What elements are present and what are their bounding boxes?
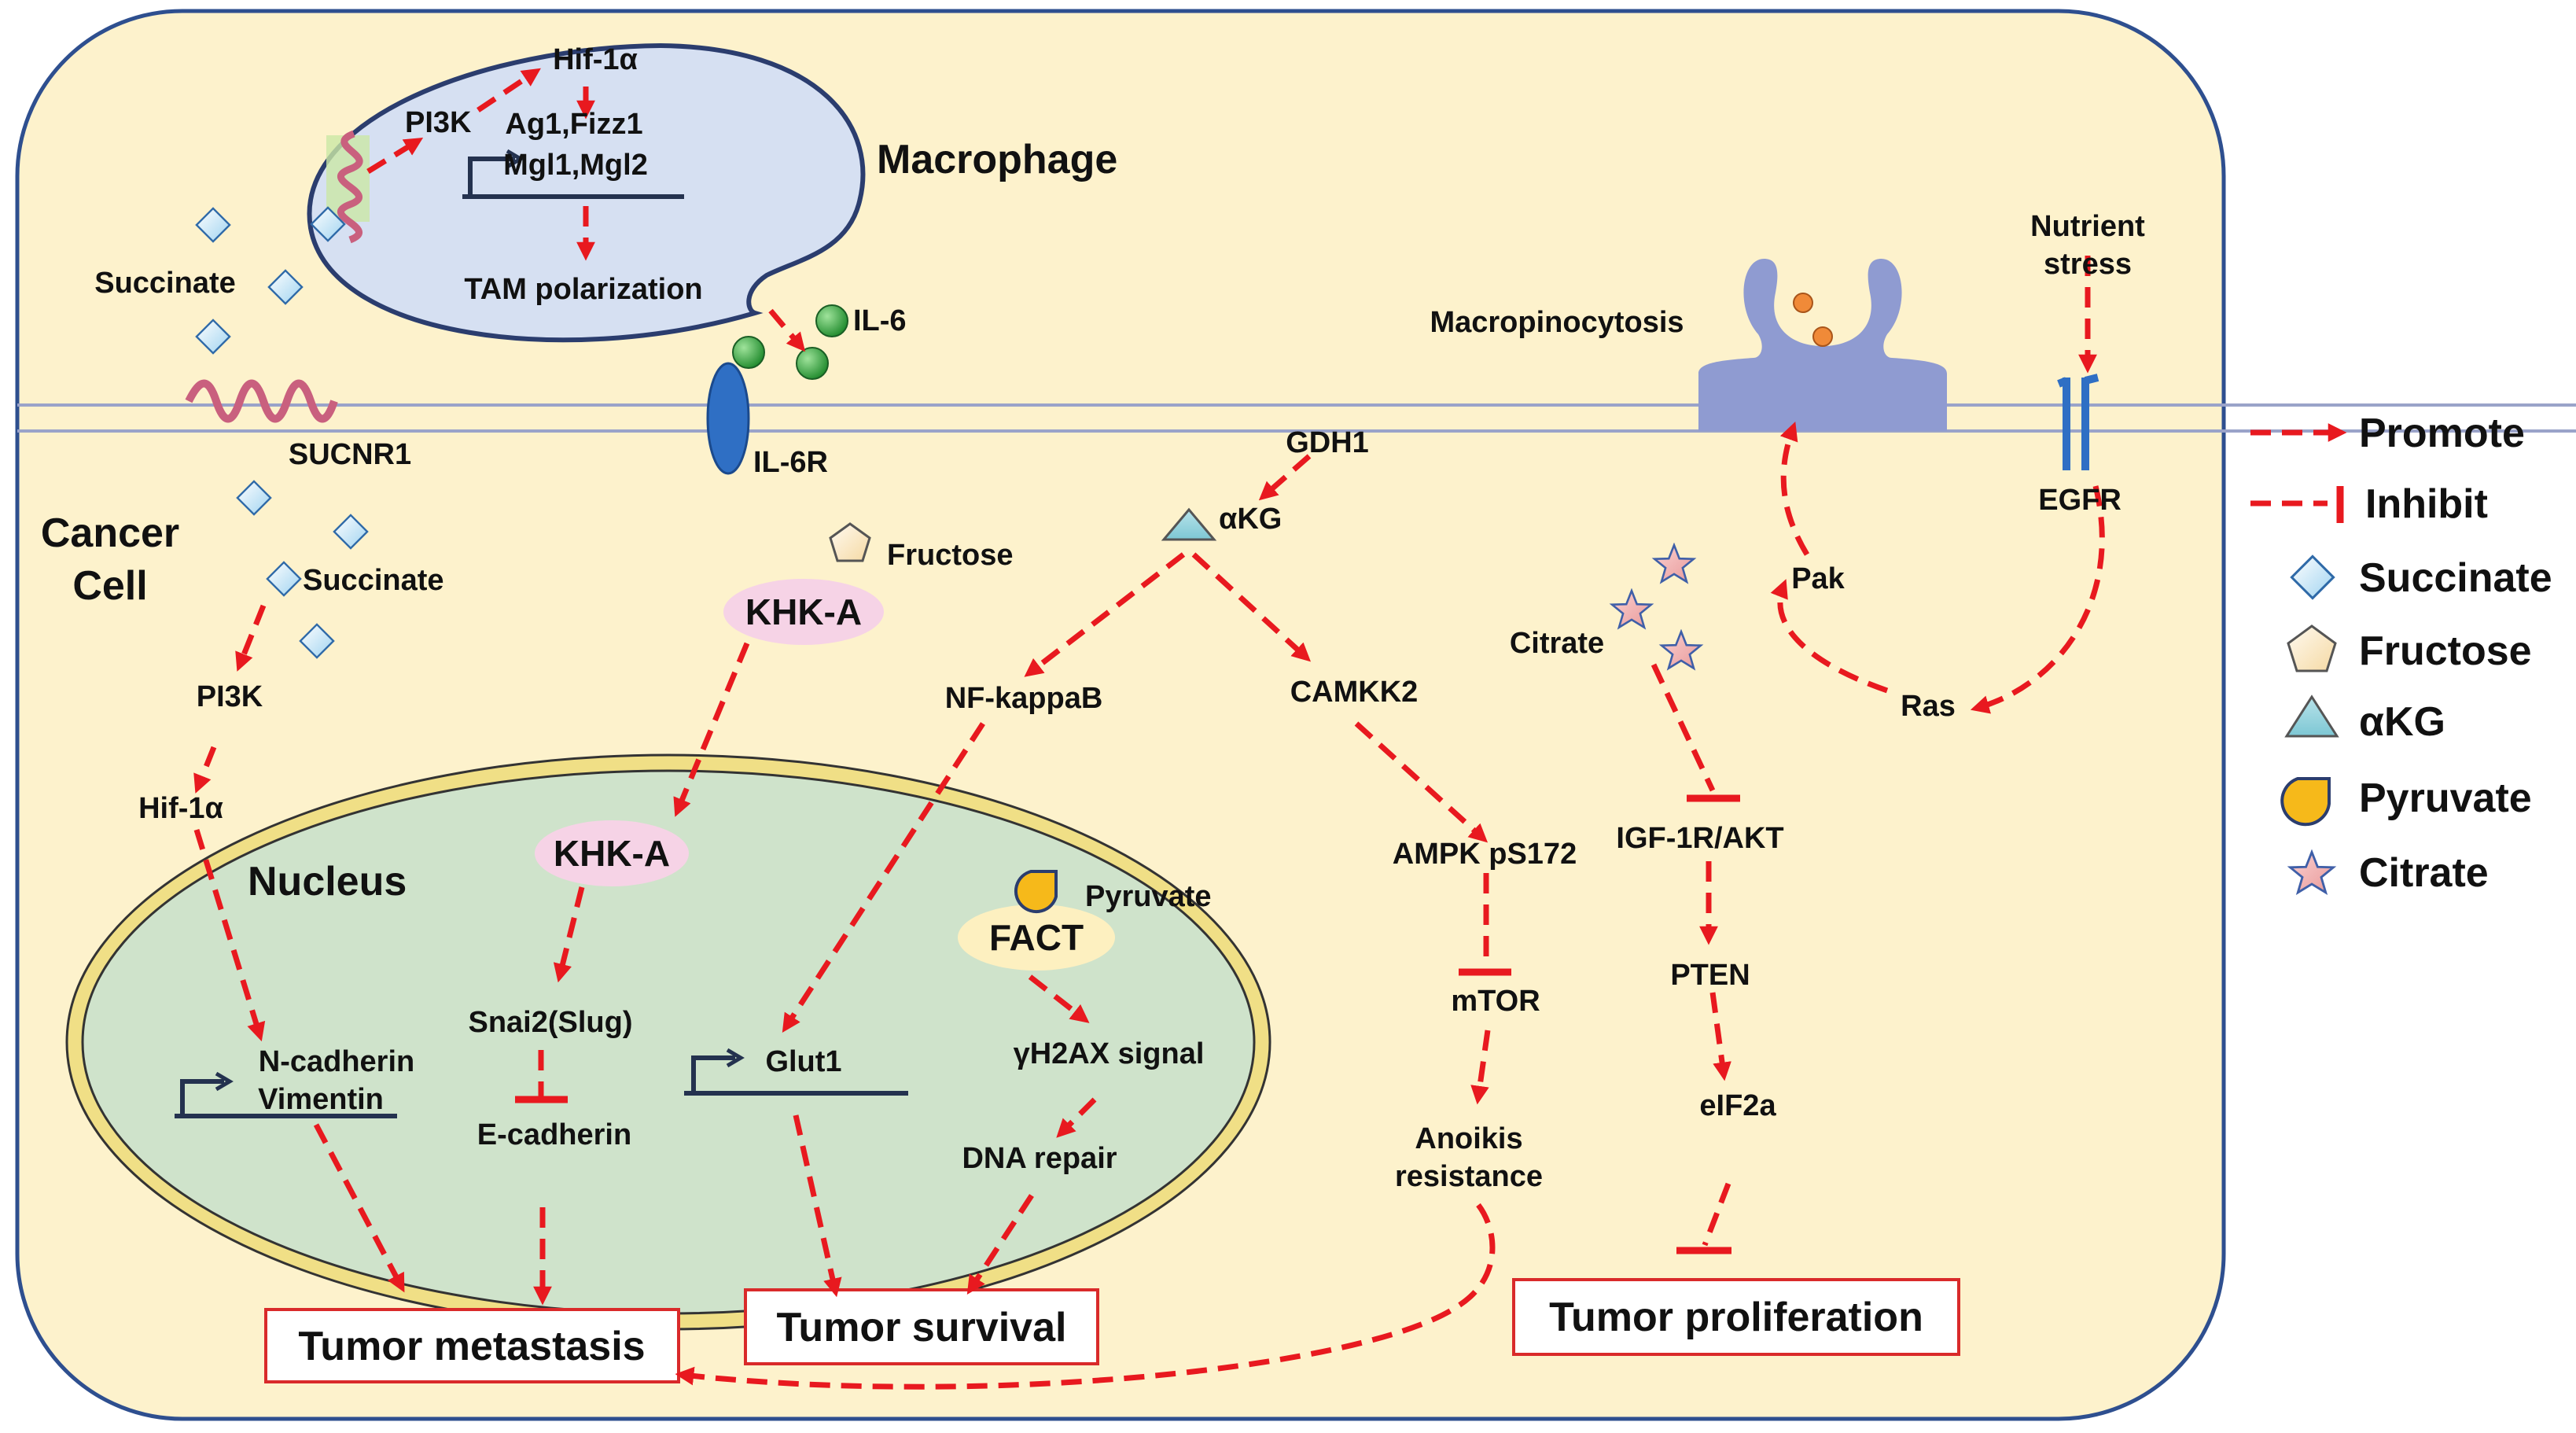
succinate-outside-label: Succinate <box>94 267 236 300</box>
survival-label: Tumor survival <box>777 1305 1067 1350</box>
il6-label: IL-6 <box>853 304 907 337</box>
legend-citrate-label: Citrate <box>2359 850 2489 896</box>
sucnr1-receptor <box>185 379 338 423</box>
glut1-label: Glut1 <box>765 1045 841 1078</box>
nutrient-label-line1: Nutrient <box>2030 210 2145 243</box>
il6-cytokines <box>732 304 848 380</box>
metastasis-label: Tumor metastasis <box>298 1324 645 1369</box>
camkk2-label: CAMKK2 <box>1290 676 1419 709</box>
mtor-label: mTOR <box>1451 985 1540 1018</box>
gamma-h2ax-label: γH2AX signal <box>1014 1037 1205 1070</box>
legend-succinate-label: Succinate <box>2359 555 2552 601</box>
pyruvate-label: Pyruvate <box>1085 880 1212 913</box>
legend-pyruvate-label: Pyruvate <box>2359 775 2532 821</box>
ras-label: Ras <box>1901 690 1956 723</box>
legend-succinate-icon <box>2290 554 2335 600</box>
legend-pyruvate-icon <box>2280 777 2331 827</box>
nf-kappab-label: NF-kappaB <box>945 682 1103 715</box>
legend-inhibit-label: Inhibit <box>2365 481 2488 527</box>
khk-a-nucleus-blob <box>535 820 689 886</box>
anoikis-label-line1: Anoikis <box>1415 1122 1522 1155</box>
ampk-label: AMPK pS172 <box>1393 838 1577 871</box>
eif2a-label: eIF2a <box>1699 1089 1776 1122</box>
legend: Promote Inhibit Succinate Fructose αKG P… <box>2250 411 2552 896</box>
egfr-label: EGFR <box>2038 484 2122 517</box>
hif1a-macrophage-label: Hif-1α <box>553 43 638 76</box>
succinate-inside-label: Succinate <box>303 564 444 597</box>
khk-a-nucleus-label: KHK-A <box>554 833 670 874</box>
promote-arrows <box>193 68 2105 1390</box>
sucnr1-label: SUCNR1 <box>289 438 411 471</box>
metastasis-box <box>264 1308 680 1383</box>
tam-polarization-label: TAM polarization <box>464 273 702 306</box>
proliferation-box <box>1512 1278 1960 1356</box>
ag1-fizz1-label: Ag1,Fizz1 <box>505 108 642 141</box>
cancer-cell-label-line2: Cell <box>72 563 147 609</box>
nutrient-label-line2: stress <box>2044 248 2132 281</box>
igf1r-akt-label: IGF-1R/AKT <box>1616 822 1783 855</box>
hif1a-cancer-label: Hif-1α <box>138 792 223 825</box>
macropinocytosis-structure <box>1698 259 1947 431</box>
proliferation-label: Tumor proliferation <box>1549 1295 1923 1340</box>
vimentin-label: Vimentin <box>258 1083 384 1116</box>
pathway-labels: Macrophage Cancer Cell Nucleus PI3K Hif-… <box>41 43 2145 1193</box>
outcome-labels: Tumor metastasis Tumor survival Tumor pr… <box>298 1295 1923 1369</box>
il6r-receptor <box>706 362 750 475</box>
e-cadherin-label: E-cadherin <box>477 1118 631 1151</box>
legend-fructose-icon <box>2287 624 2337 672</box>
fructose-label: Fructose <box>887 539 1013 572</box>
anoikis-label-line2: resistance <box>1395 1160 1543 1193</box>
plasma-membrane <box>17 403 2576 433</box>
gene-promoters <box>175 149 908 1118</box>
fructose-molecule <box>829 522 871 562</box>
egfr-receptor <box>2057 374 2099 470</box>
akg-label: αKG <box>1219 503 1282 536</box>
legend-promote-label: Promote <box>2359 411 2525 456</box>
mgl1-mgl2-label: Mgl1,Mgl2 <box>503 149 648 182</box>
legend-citrate-icon <box>2289 851 2335 894</box>
nucleus-label: Nucleus <box>248 859 407 904</box>
pi3k-macrophage-label: PI3K <box>405 106 472 139</box>
akg-molecule <box>1161 507 1217 541</box>
dna-repair-label: DNA repair <box>962 1142 1117 1175</box>
pak-label: Pak <box>1791 562 1845 595</box>
pyruvate-molecule <box>1014 870 1058 914</box>
legend-fructose-label: Fructose <box>2359 628 2532 674</box>
fact-label: FACT <box>989 917 1084 958</box>
pten-label: PTEN <box>1670 959 1750 992</box>
il6r-label: IL-6R <box>753 446 828 479</box>
legend-akg-label: αKG <box>2359 699 2445 745</box>
khk-a-cyto-label: KHK-A <box>745 591 862 632</box>
n-cadherin-label: N-cadherin <box>259 1045 414 1078</box>
legend-akg-icon <box>2284 694 2339 738</box>
snai2-label: Snai2(Slug) <box>468 1006 632 1039</box>
cancer-cell-label-line1: Cancer <box>41 510 179 556</box>
macropinocytosis-label: Macropinocytosis <box>1430 306 1684 339</box>
inhibit-connectors <box>515 663 1740 1254</box>
macrophage-cell <box>307 42 866 343</box>
citrate-label: Citrate <box>1510 627 1604 660</box>
survival-box <box>744 1288 1099 1365</box>
macrophage-succinate-receptor <box>326 130 370 244</box>
pi3k-cancer-label: PI3K <box>197 680 263 713</box>
khk-a-cytoplasm-blob <box>723 579 884 645</box>
gdh1-label: GDH1 <box>1286 426 1369 459</box>
macrophage-label: Macrophage <box>877 137 1117 182</box>
fact-blob <box>958 904 1115 971</box>
